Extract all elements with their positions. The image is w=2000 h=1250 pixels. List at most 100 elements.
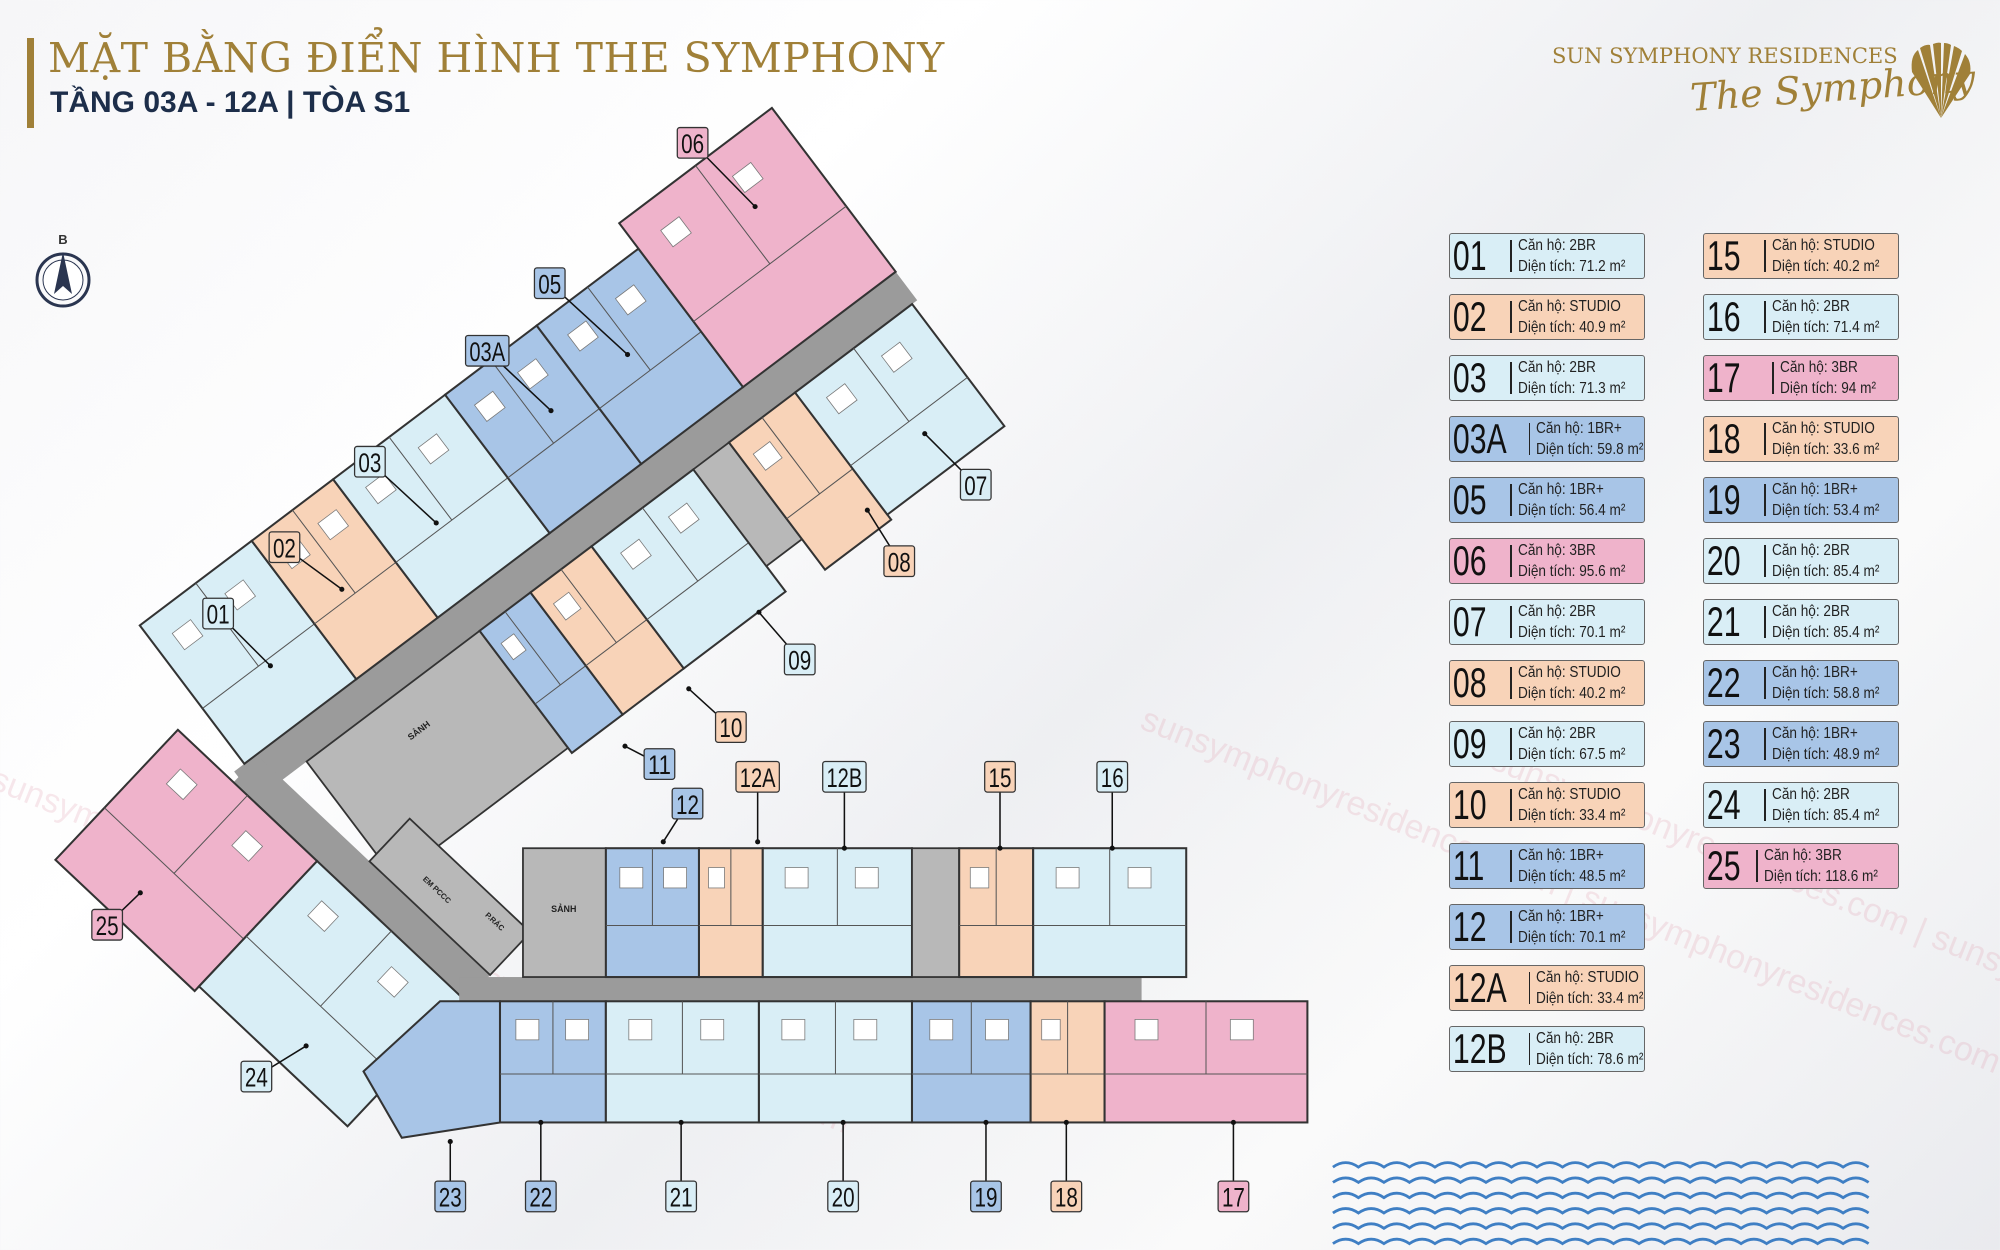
type-prefix: Căn hộ: [1517,237,1566,254]
unit-label-text: 15 [989,763,1012,793]
unit-label-text: 02 [273,533,296,563]
unit-label-05[interactable]: 05 [533,267,566,300]
area-unit: m² [1609,624,1626,641]
unit-label-21[interactable]: 21 [665,1180,698,1213]
type-prefix: Căn hộ: [1517,359,1566,376]
unit-label-02[interactable]: 02 [268,531,301,564]
unit-area: 48.5 [1578,868,1606,885]
unit-area: 48.9 [1832,746,1860,763]
unit-label-text: 07 [964,471,987,501]
unit-10[interactable] [529,544,686,716]
area-prefix: Diện tích: [1536,990,1594,1007]
unit-06[interactable] [617,106,898,389]
area-prefix: Diện tích: [1517,929,1576,946]
unit-22[interactable] [498,1000,607,1124]
unit-20[interactable] [757,1000,914,1124]
unit-label-20[interactable]: 20 [827,1180,860,1213]
legend-unit-number: 11 [1452,843,1485,889]
unit-label-12[interactable]: 12 [671,787,704,820]
unit-area: 59.8 [1597,441,1624,458]
unit-12b[interactable] [761,847,914,979]
unit-type: STUDIO [1587,969,1640,986]
unit-03a[interactable] [443,324,643,535]
unit-18[interactable] [1029,1000,1106,1124]
divider [1510,789,1512,821]
unit-label-22[interactable]: 22 [524,1180,557,1213]
legend-unit-number: 12A [1452,965,1507,1011]
divider [1772,362,1774,394]
unit-label-01[interactable]: 01 [202,597,235,630]
area-prefix: Diện tích: [1771,685,1830,702]
unit-label-03[interactable]: 03 [353,445,386,478]
unit-16[interactable] [1032,847,1188,979]
unit-15[interactable] [958,847,1035,979]
unit-label-16[interactable]: 16 [1096,760,1129,793]
type-prefix: Căn hộ: [1517,786,1566,803]
unit-type: 1BR+ [1823,725,1858,742]
unit-label-07[interactable]: 07 [959,468,992,501]
type-prefix: Căn hộ: [1517,847,1566,864]
unit-21[interactable] [604,1000,760,1124]
unit-label-text: 16 [1101,763,1124,793]
unit-label-12a[interactable]: 12A [735,760,780,793]
legend-unit-number: 09 [1452,721,1487,767]
unit-label-15[interactable]: 15 [984,760,1016,793]
area-prefix: Diện tích: [1771,807,1830,824]
area-unit: m² [1863,258,1880,275]
unit-label-08[interactable]: 08 [883,545,916,578]
area-prefix: Diện tích: [1771,258,1830,275]
unit-label-10[interactable]: 10 [714,711,747,744]
unit-type: 1BR+ [1569,847,1604,864]
unit-label-12b[interactable]: 12B [822,760,867,793]
stair-core [911,847,961,978]
area-unit: m² [1863,685,1880,702]
legend-unit-number: 25 [1706,843,1741,889]
type-prefix: Căn hộ: [1779,359,1828,376]
unit-12a[interactable] [697,847,764,979]
unit-label-25[interactable]: 25 [91,908,124,941]
divider [1510,606,1512,638]
unit-08[interactable] [727,391,893,572]
unit-label-text: 05 [538,269,561,299]
unit-area: 58.8 [1832,685,1860,702]
unit-09[interactable] [590,467,788,670]
unit-label-03a[interactable]: 03A [464,334,510,367]
unit-area: 71.2 [1578,258,1606,275]
unit-label-24[interactable]: 24 [240,1060,273,1093]
unit-label-text: 12A [740,763,776,793]
divider [1764,301,1766,333]
legend-unit-number: 23 [1706,721,1741,767]
unit-type: 2BR [1823,603,1850,620]
unit-17[interactable] [1103,1000,1309,1124]
unit-label-text: 24 [245,1063,268,1093]
unit-area: 78.6 [1597,1051,1624,1068]
unit-19[interactable] [910,1000,1032,1124]
divider [1510,484,1512,516]
unit-label-23[interactable]: 23 [434,1180,467,1213]
unit-12[interactable] [604,847,700,979]
unit-label-18[interactable]: 18 [1050,1180,1083,1213]
unit-label-09[interactable]: 09 [783,643,816,676]
unit-label-19[interactable]: 19 [970,1180,1002,1213]
legend-details: Căn hộ: 1BR+Diện tích: 58.8 m² [1772,662,1879,704]
unit-label-17[interactable]: 17 [1217,1180,1250,1213]
type-prefix: Căn hộ: [1771,603,1820,620]
type-prefix: Căn hộ: [1517,298,1566,315]
unit-label-11[interactable]: 11 [643,748,676,781]
unit-label-text: 03A [469,337,505,367]
legend-unit-number: 24 [1706,782,1741,828]
type-prefix: Căn hộ: [1517,603,1566,620]
unit-label-06[interactable]: 06 [676,126,709,160]
